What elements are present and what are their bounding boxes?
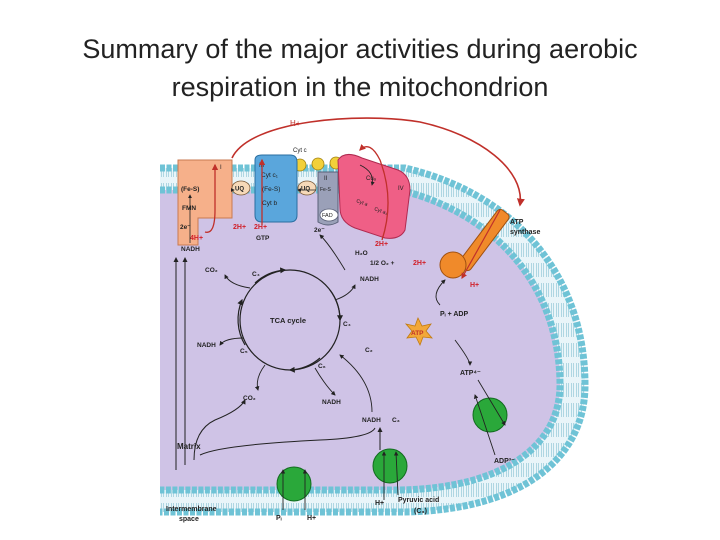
- c5-label: C₅: [240, 348, 248, 355]
- nadh-to-complex: [319, 234, 346, 271]
- cyt-b-label: Cyt b: [262, 200, 278, 207]
- e-2-label: 2e⁻: [314, 227, 325, 234]
- cyt-a-label: Cyt a: [355, 198, 368, 208]
- pi-bottom-label: Pᵢ: [276, 515, 282, 522]
- nadh-3-label: NADH: [197, 342, 216, 349]
- uq-2-label: UQ: [301, 187, 310, 193]
- two-h-b-label: 2H+: [254, 224, 267, 231]
- uq-1-label: UQ: [235, 187, 244, 193]
- tca-arrow-4: [254, 267, 287, 284]
- fes-2-label: Fe-S: [320, 187, 332, 193]
- nadh-1-label: NADH: [181, 246, 200, 253]
- fes-1-label: (Fe-S): [181, 186, 199, 193]
- membrane-inner-heads: [160, 186, 564, 494]
- pi-adp-label: Pᵢ + ADP: [440, 311, 468, 318]
- tca-arrow-3: [237, 298, 246, 346]
- tca-arrow-2: [288, 357, 321, 373]
- atp-synthase-label-1: ATP: [510, 219, 524, 226]
- cyt-c-to-iv: [359, 164, 375, 186]
- fad-label: FAD: [322, 213, 333, 219]
- complex-3: [254, 154, 298, 223]
- proton-pump-4: [359, 144, 389, 241]
- tca-arrow-1: [329, 289, 343, 322]
- cyt-a3-label: Cyt a₃: [373, 206, 388, 216]
- nadh-4-label: NADH: [322, 399, 341, 406]
- h-plus-top: H+: [290, 119, 301, 128]
- two-h-c-label: 2H+: [375, 241, 388, 248]
- nadh-5-label: NADH: [362, 417, 381, 424]
- co2-2-label: CO₂: [243, 395, 256, 402]
- complex-4: [337, 154, 411, 239]
- tca-label: TCA cycle: [270, 316, 306, 325]
- nadh-output-4: [314, 367, 336, 396]
- cyt-c1-label: Cyt c₁: [261, 172, 279, 179]
- atp-star-label: ATP: [411, 330, 424, 337]
- fmn-label: FMN: [182, 205, 196, 212]
- intermembrane-label-2: space: [179, 516, 199, 523]
- complex-2-label: II: [324, 176, 328, 182]
- pyruvic-label-2: (C₃): [414, 508, 427, 515]
- cu-a-label: Cuₐ: [366, 176, 377, 182]
- adp-atp-translocase: [472, 397, 508, 433]
- half-o2-label: 1/2 O₂ +: [370, 260, 395, 267]
- c2-input: [339, 354, 373, 413]
- h-bottom-2-label: H+: [375, 500, 384, 507]
- complex-1-label: I: [220, 165, 222, 171]
- h-plus-synthase: H+: [470, 282, 479, 289]
- page-title: Summary of the major activities during a…: [0, 30, 720, 106]
- co2-release-2: [254, 364, 266, 391]
- synthase-proton-flow: [461, 209, 501, 280]
- atp-star-icon: [404, 317, 433, 346]
- h2o-label: H₂O: [355, 250, 368, 257]
- c4-top-label: C₄: [252, 271, 260, 278]
- atp4-label: ATP⁴⁻: [460, 370, 481, 377]
- adp3-label: ADP³⁻: [494, 458, 515, 465]
- h-bottom-1-label: H+: [307, 515, 316, 522]
- proton-return-arc: [231, 117, 525, 207]
- adp-to-synthase: [435, 279, 446, 306]
- co2-release-1: [224, 274, 251, 289]
- nadh-2-label: NADH: [360, 276, 379, 283]
- atp-synthase-label-2: synthase: [510, 229, 540, 236]
- four-h-label: 4H+: [190, 235, 203, 242]
- two-h-a-label: 2H+: [233, 224, 246, 231]
- atp-out-arrow: [477, 379, 506, 426]
- title-line-2: respiration in the mitochondrion: [171, 72, 549, 102]
- two-h-d-label: 2H+: [413, 260, 426, 267]
- intermembrane-label-1: Intermembrane: [166, 506, 217, 513]
- title-line-1: Summary of the major activities during a…: [82, 34, 638, 64]
- phosphate-transporter: [276, 466, 312, 502]
- atp-export-path: [454, 339, 473, 366]
- e-1-label: 2e⁻: [180, 224, 191, 231]
- fad-oval: [319, 208, 339, 222]
- complex-4-label: IV: [398, 186, 404, 192]
- nadh-supply-arrows: [173, 257, 383, 470]
- matrix-label: Matrix: [177, 442, 201, 451]
- adp-in-arrow: [474, 394, 496, 456]
- fes-3-label: (Fe-S): [262, 186, 280, 193]
- complex-1: [177, 159, 233, 246]
- pyruvate-in-arrow: [393, 451, 399, 496]
- c2-label: C₂: [365, 347, 373, 354]
- pyruvic-label-1: Pyruvic acid: [398, 497, 439, 504]
- c6-label: C₆: [318, 363, 326, 370]
- pyruvate-transporter: [372, 448, 408, 484]
- co2-1-label: CO₂: [205, 267, 218, 274]
- nadh-output-3: [219, 337, 245, 346]
- c4-right-label: C₄: [343, 321, 351, 328]
- nadh-output-2: [334, 284, 356, 301]
- c3-label: C₃: [392, 417, 400, 424]
- atp-synthase: [439, 208, 510, 279]
- membrane-outer-heads: [160, 164, 589, 516]
- gtp-label: GTP: [256, 235, 270, 242]
- cyt-c-label: Cyt c: [293, 148, 307, 154]
- proton-pump-1: [204, 163, 219, 233]
